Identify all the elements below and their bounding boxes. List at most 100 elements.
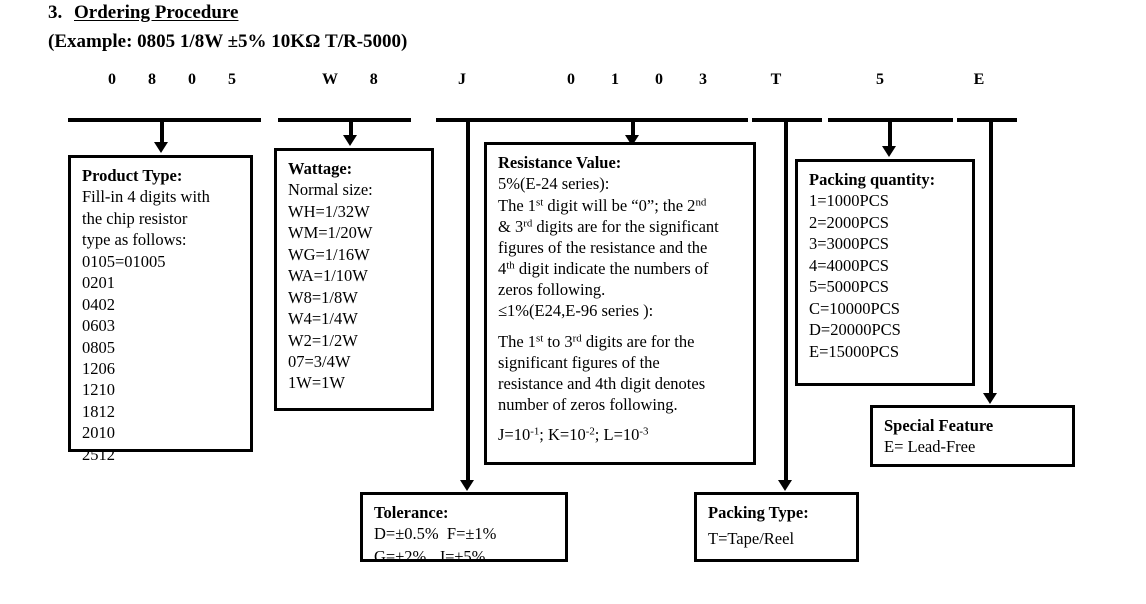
product-type-code: 1812: [82, 401, 115, 421]
connector-line-special-feature: [989, 118, 993, 394]
box-title-wattage: Wattage:: [288, 159, 353, 178]
connector-bar-product-type: [68, 118, 261, 122]
product-type-code: 2010: [82, 423, 115, 443]
wattage-code: W2=1/2W: [288, 330, 358, 350]
wattage-code: WA=1/10W: [288, 266, 368, 286]
code-segment-tolerance: J: [458, 71, 466, 88]
wattage-code: 07=3/4W: [288, 351, 351, 371]
exponent-sup: -2: [585, 425, 595, 438]
connector-line-tolerance: [466, 118, 470, 481]
box-title-resistance-value: Resistance Value:: [498, 153, 622, 172]
wattage-subtitle: Normal size:: [288, 180, 373, 200]
code-segment-packing-type: T: [770, 71, 782, 88]
spacer: [498, 415, 744, 424]
packing-quantity-code: 1=1000PCS: [809, 191, 889, 211]
ordinal-sup: rd: [523, 217, 533, 230]
code-segment-wattage: W 8: [322, 71, 392, 88]
packing-quantity-code: C=10000PCS: [809, 298, 900, 318]
resistance-series-5pct-text: 4th digit indicate the numbers of: [498, 259, 709, 279]
page-title: Ordering Procedure: [74, 2, 239, 23]
wattage-code: 1W=1W: [288, 373, 345, 393]
product-type-code: 0402: [82, 294, 115, 314]
code-segment-special-feature: E: [973, 71, 985, 88]
wattage-code: WM=1/20W: [288, 223, 373, 243]
exponent-sup: -3: [639, 425, 649, 438]
connector-bar-wattage: [278, 118, 411, 122]
connector-line-wattage: [349, 118, 353, 136]
arrowhead-special-feature: [983, 393, 997, 404]
box-wattage: Wattage: Normal size: WH=1/32W WM=1/20W …: [274, 148, 434, 411]
box-title-tolerance: Tolerance:: [374, 503, 449, 522]
connector-bar-tolerance: [436, 118, 511, 122]
product-type-code: 1206: [82, 358, 115, 378]
resistance-series-1pct-label: ≤1%(E24,E-96 series ):: [498, 301, 654, 321]
packing-quantity-code: D=20000PCS: [809, 320, 901, 340]
resistance-multipliers: J=10-1; K=10-2; L=10-3: [498, 425, 649, 445]
code-segment-packing-quantity: 5: [876, 71, 884, 88]
box-tolerance: Tolerance: D=±0.5% F=±1% G=±2% J=±5%: [360, 492, 568, 566]
wattage-code: WG=1/16W: [288, 244, 370, 264]
resistance-series-5pct-text: zeros following.: [498, 280, 606, 300]
packing-quantity-code: E=15000PCS: [809, 341, 899, 361]
code-segment-resistance-value: 0 1 0 3: [567, 71, 723, 88]
resistance-series-1pct-text: number of zeros following.: [498, 395, 678, 415]
resistance-series-5pct-label: 5%(E-24 series):: [498, 174, 610, 194]
ordinal-sup: rd: [572, 332, 582, 345]
product-type-code: 0805: [82, 337, 115, 357]
tolerance-row: G=±2% J=±5%: [374, 546, 486, 566]
spacer: [498, 322, 744, 331]
resistance-series-5pct-text: figures of the resistance and the: [498, 238, 708, 258]
box-resistance-value: Resistance Value: 5%(E-24 series): The 1…: [484, 142, 756, 465]
connector-line-packing-quantity: [888, 118, 892, 147]
exponent-sup: -1: [530, 425, 540, 438]
connector-line-resistance-value: [631, 118, 635, 136]
packing-quantity-code: 4=4000PCS: [809, 255, 889, 275]
resistance-series-5pct-text: The 1st digit will be “0”; the 2nd: [498, 195, 707, 215]
example-part-number: (Example: 0805 1/8W ±5% 10KΩ T/R-5000): [48, 31, 408, 52]
arrowhead-wattage: [343, 135, 357, 146]
wattage-code: WH=1/32W: [288, 201, 370, 221]
resistance-series-1pct-text: The 1st to 3rd digits are for the: [498, 331, 695, 351]
ordinal-sup: nd: [695, 196, 707, 209]
special-feature-code: E= Lead-Free: [884, 437, 976, 457]
packing-type-code: T=Tape/Reel: [708, 529, 795, 549]
box-title-packing-quantity: Packing quantity:: [809, 170, 936, 189]
product-type-code: 0105=01005: [82, 251, 166, 271]
code-segment-product-type: 0 8 0 5: [108, 71, 250, 88]
box-title-special-feature: Special Feature: [884, 416, 994, 435]
resistance-series-1pct-text: significant figures of the: [498, 352, 660, 372]
box-title-packing-type: Packing Type:: [708, 503, 809, 522]
arrowhead-packing-quantity: [882, 146, 896, 157]
connector-bar-resistance-value: [510, 118, 748, 122]
resistance-series-5pct-text: & 3rd digits are for the significant: [498, 216, 719, 236]
box-packing-quantity: Packing quantity: 1=1000PCS 2=2000PCS 3=…: [795, 159, 975, 386]
resistance-series-1pct-text: resistance and 4th digit denotes: [498, 374, 706, 394]
product-type-code: 0201: [82, 273, 115, 293]
ordinal-sup: st: [536, 332, 544, 345]
ordinal-sup: st: [536, 196, 544, 209]
arrowhead-tolerance: [460, 480, 474, 491]
wattage-code: W8=1/8W: [288, 287, 358, 307]
box-product-type: Product Type: Fill-in 4 digits with the …: [68, 155, 253, 464]
connector-line-product-type: [160, 118, 164, 143]
wattage-code: W4=1/4W: [288, 309, 358, 329]
box-packing-type: Packing Type: T=Tape/Reel: [694, 492, 859, 562]
section-number: 3.: [48, 2, 63, 23]
product-type-desc-line: type as follows:: [82, 230, 187, 250]
product-type-code: 0603: [82, 316, 115, 336]
product-type-code: 1210: [82, 380, 115, 400]
arrowhead-resistance-value: [625, 135, 639, 146]
product-type-desc-line: Fill-in 4 digits with: [82, 187, 210, 207]
connector-line-packing-type: [784, 118, 788, 481]
box-special-feature: Special Feature E= Lead-Free: [870, 405, 1075, 467]
box-title-product-type: Product Type:: [82, 166, 183, 185]
packing-quantity-code: 3=3000PCS: [809, 234, 889, 254]
ordinal-sup: th: [506, 259, 515, 272]
arrowhead-product-type: [154, 142, 168, 153]
arrowhead-packing-type: [778, 480, 792, 491]
tolerance-row: D=±0.5% F=±1%: [374, 524, 497, 544]
connector-bar-special-feature: [957, 118, 1017, 122]
packing-quantity-code: 5=5000PCS: [809, 277, 889, 297]
product-type-desc-line: the chip resistor: [82, 208, 188, 228]
